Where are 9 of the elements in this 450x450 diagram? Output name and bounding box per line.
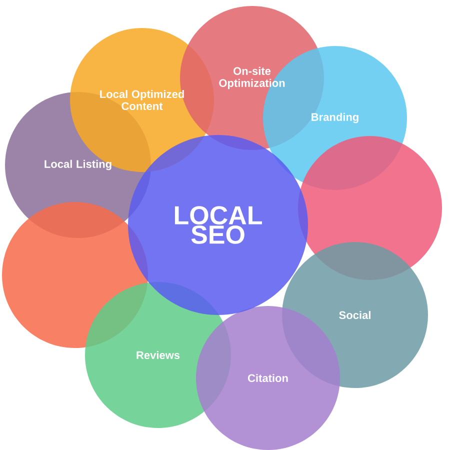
topic-label: Citation xyxy=(248,374,288,382)
topic-label: Local Optimized Content xyxy=(100,90,184,110)
topic-label: LOCAL SEO xyxy=(174,206,262,244)
topic-label: Local Listing xyxy=(44,160,112,170)
topic-label: Branding xyxy=(312,112,358,124)
topic-label: Social xyxy=(339,310,370,320)
center-circle xyxy=(128,135,308,315)
topic-circle xyxy=(196,306,340,450)
topic-label: Reviews xyxy=(136,350,180,360)
